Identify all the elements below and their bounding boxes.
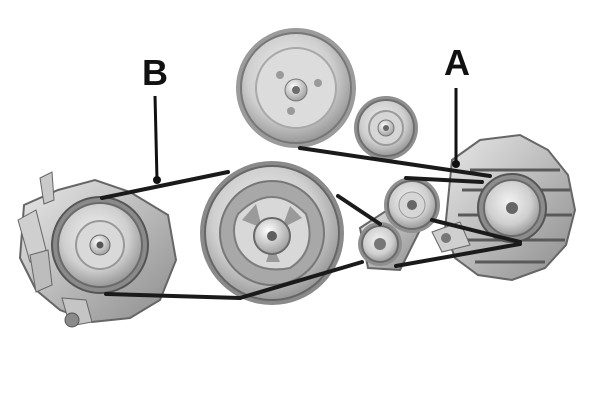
upper-idler-pulley xyxy=(354,96,418,160)
callout-a-label: A xyxy=(444,42,470,83)
callout-b-label: B xyxy=(142,52,168,93)
drive-belt xyxy=(100,146,522,300)
callout-a: A xyxy=(433,38,481,168)
crankshaft-pulley xyxy=(200,161,344,305)
tensioner-pulley xyxy=(358,177,440,272)
ac-compressor xyxy=(17,171,178,328)
callout-b: B xyxy=(131,48,179,184)
alternator xyxy=(431,133,577,282)
top-pulley xyxy=(236,28,356,148)
